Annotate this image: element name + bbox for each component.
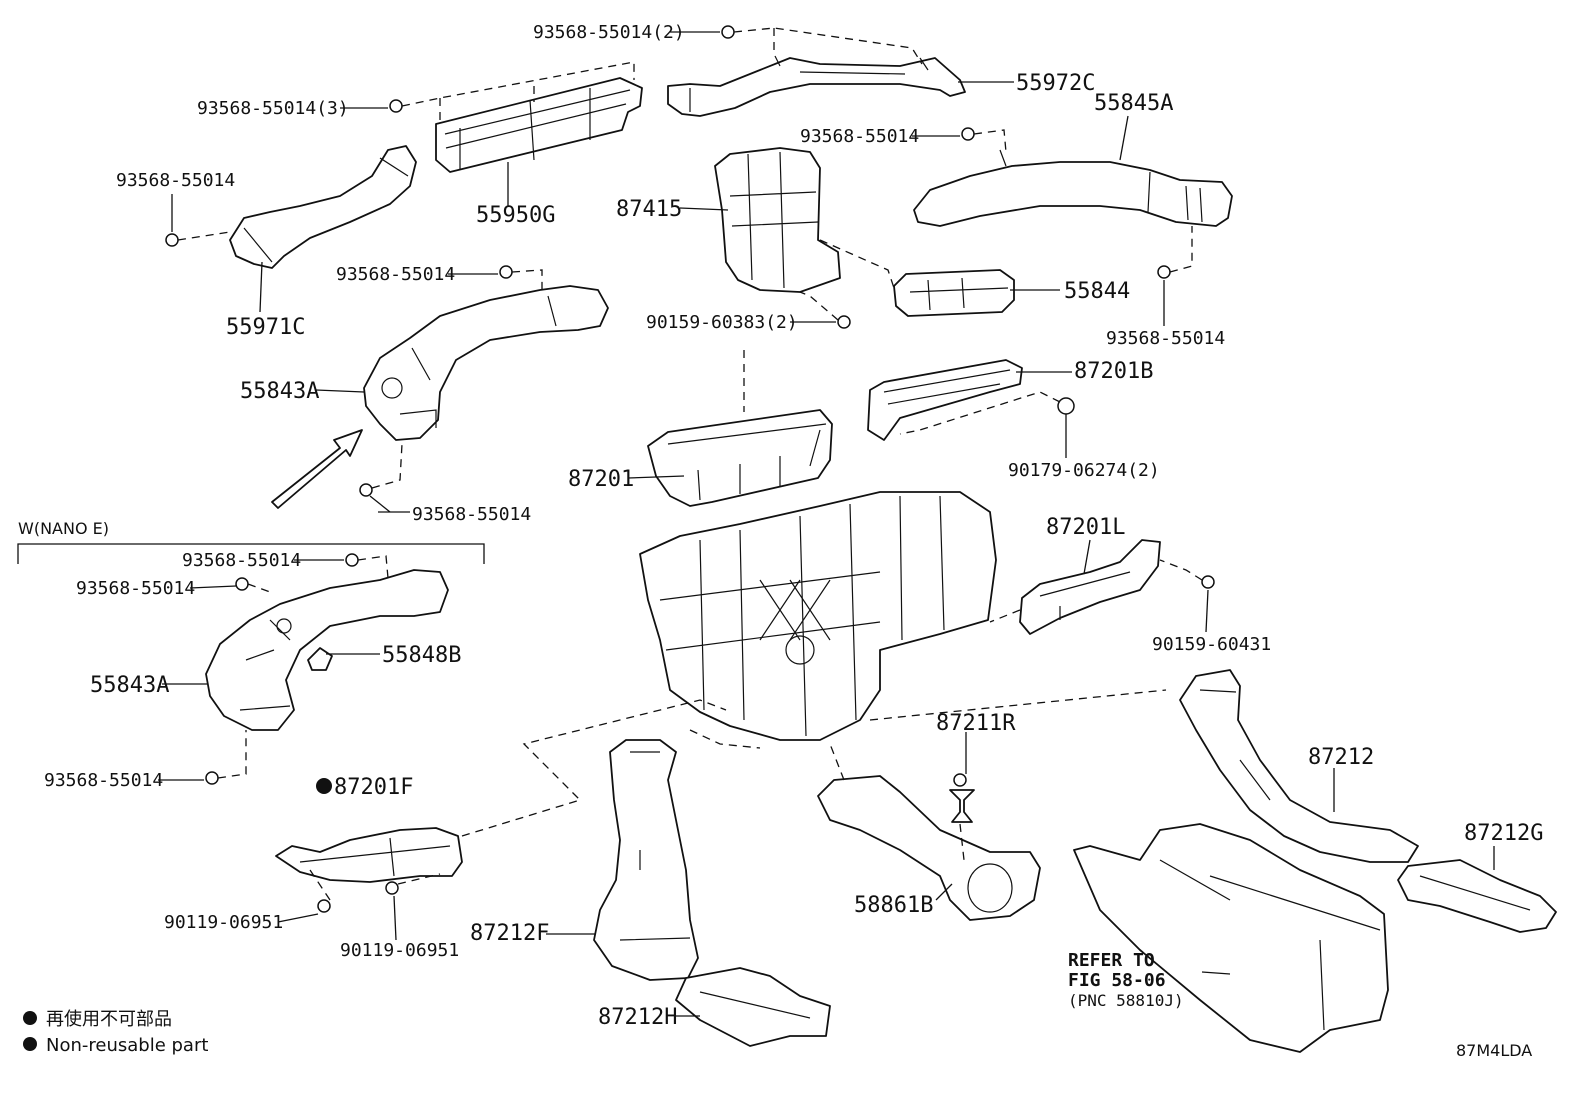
label-55848b: 55848B [382,643,461,668]
part-55843a-upper-duct [363,285,609,441]
label-55844: 55844 [1064,279,1130,304]
label-87211r: 87211R [936,711,1016,736]
label-87212f: 87212F [470,921,549,946]
part-87201-housing [647,409,833,507]
dashed-assembly-lines [177,27,1203,901]
refer-line-1: REFER TO [1068,950,1155,971]
figure-code: 87M4LDA [1456,1041,1532,1060]
part-55844-vent [893,269,1015,317]
part-hvac-main-unit [639,491,997,741]
label-90159-60431: 90159-60431 [1152,634,1271,655]
part-55972c-duct [667,55,966,117]
part-87201f-bracket [275,827,463,883]
part-87201l-bracket [1019,539,1161,635]
part-55950g-rail [435,77,643,173]
group-label-nano-e: W(NANO E) [18,519,109,538]
label-55950g: 55950G [476,203,555,228]
label-87212g: 87212G [1464,821,1543,846]
label-87415: 87415 [616,197,682,222]
label-55843a-upper: 55843A [240,379,319,404]
legend-text-en: Non-reusable part [46,1035,208,1056]
legend-bullet-en [23,1037,37,1051]
label-93568-55014-right-mid: 93568-55014 [1106,328,1225,349]
part-87212h-duct [675,967,831,1047]
part-center-console [1073,823,1389,1053]
refer-line-3: (PNC 58810J) [1068,991,1184,1010]
label-93568-55014-2: 93568-55014(2) [533,22,685,43]
label-93568-55014-mid: 93568-55014 [336,264,455,285]
label-58861b: 58861B [854,893,933,918]
nano-e-group-bracket [17,543,485,564]
label-93568-55014-right-top: 93568-55014 [800,126,919,147]
label-93568-55014-nano-a: 93568-55014 [182,550,301,571]
part-58861b-duct [817,775,1041,921]
part-87201b-bracket [867,359,1023,441]
label-55843a-lower: 55843A [90,673,169,698]
label-87201b: 87201B [1074,359,1153,384]
label-87201: 87201 [568,467,634,492]
label-87201l: 87201L [1046,515,1125,540]
part-labels: 93568-55014(2) 93568-55014(3) 55972C 558… [18,22,1543,1060]
legend-bullet-ja [23,1011,37,1025]
label-93568-55014-arrow: 93568-55014 [412,504,531,525]
label-55845a: 55845A [1094,91,1173,116]
part-87212g-duct [1397,859,1557,933]
label-87201f: 87201F [334,775,413,800]
part-87211r-clip [949,789,975,823]
label-55972c: 55972C [1016,71,1095,96]
label-93568-55014-left-top: 93568-55014 [116,170,235,191]
direction-arrow [271,429,363,509]
label-93568-55014-3: 93568-55014(3) [197,98,349,119]
part-87212f-duct [593,739,699,981]
non-reusable-marker-87201f [316,778,332,794]
bolt-fasteners [165,25,1215,913]
label-93568-55014-nano-b: 93568-55014 [76,578,195,599]
label-90119-06951-right: 90119-06951 [340,940,459,961]
label-55971c: 55971C [226,315,305,340]
label-90159-60383-2: 90159-60383(2) [646,312,798,333]
part-87415-block [714,147,841,293]
label-90179-06274-2: 90179-06274(2) [1008,460,1160,481]
part-87212-duct [1179,669,1419,863]
label-93568-55014-nano-c: 93568-55014 [44,770,163,791]
part-55845a-duct [913,149,1233,227]
part-55848b-clip [307,647,333,671]
label-87212: 87212 [1308,745,1374,770]
refer-line-2: FIG 58-06 [1068,970,1166,991]
legend-text-ja: 再使用不可部品 [46,1009,172,1030]
part-55843a-lower-duct [205,569,449,731]
label-90119-06951-left: 90119-06951 [164,912,283,933]
leader-lines [158,31,1495,1017]
label-87212h: 87212H [598,1005,677,1030]
part-55971c-duct [229,145,417,269]
